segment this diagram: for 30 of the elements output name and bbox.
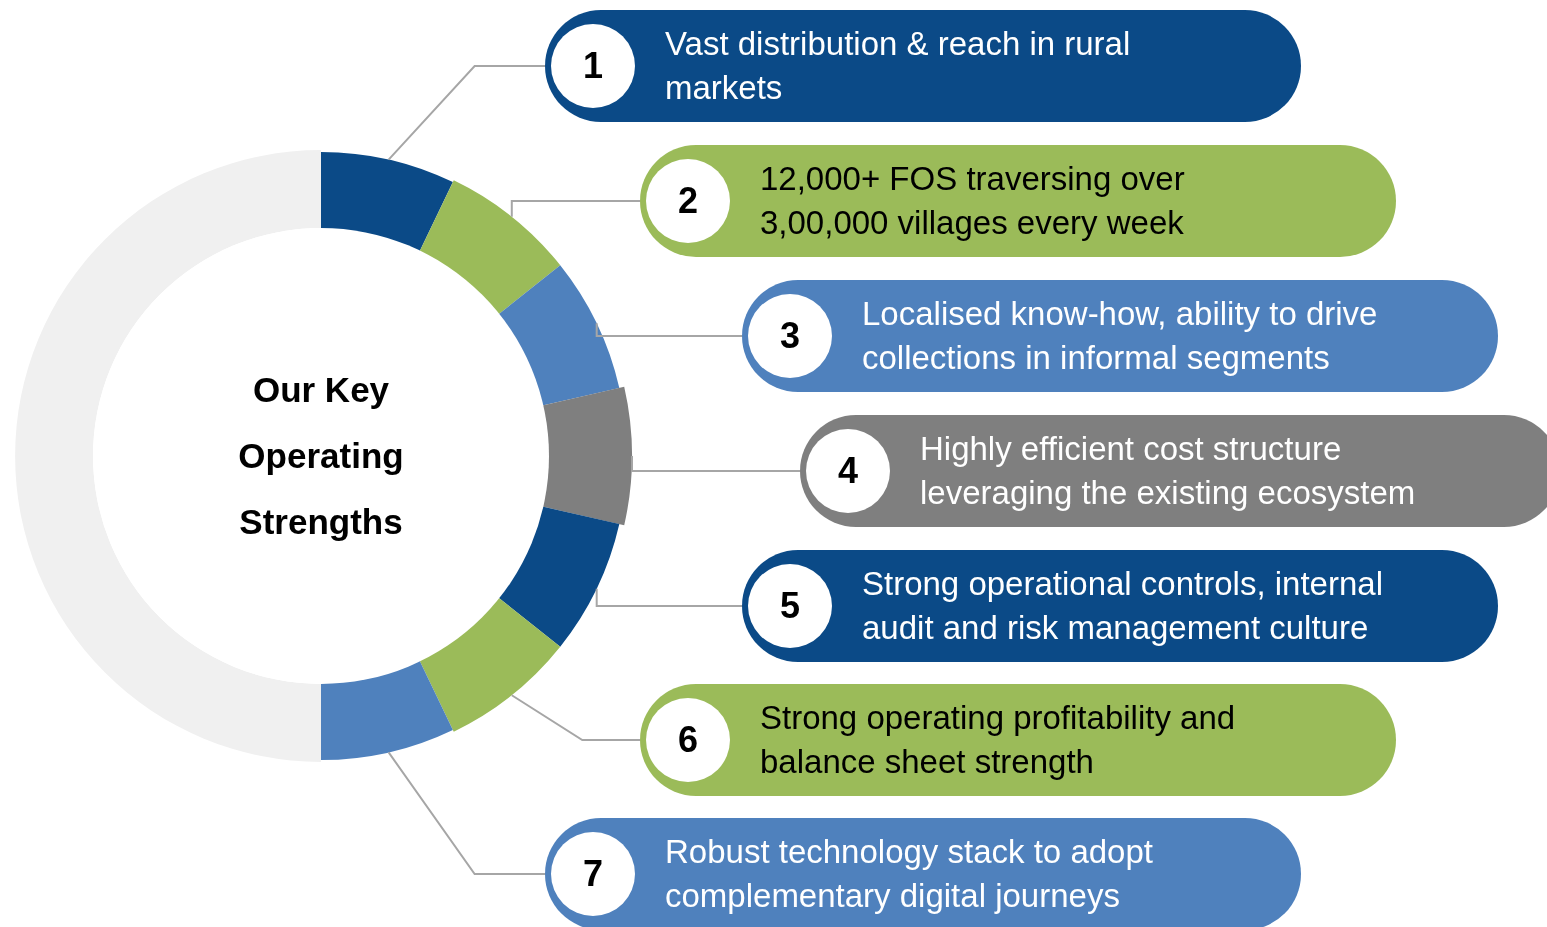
leader-line bbox=[595, 322, 743, 337]
number-circle: 1 bbox=[551, 24, 635, 108]
strength-text: Robust technology stack to adopt complementary digital journeys bbox=[665, 832, 1154, 916]
leader-line bbox=[510, 694, 641, 741]
leader-line bbox=[631, 455, 801, 472]
strength-text: Highly efficient cost structure leveraging the existing ecosystem bbox=[920, 429, 1417, 513]
number-circle: 7 bbox=[551, 832, 635, 916]
number-circle: 5 bbox=[748, 564, 832, 648]
strength-text: Strong operational controls, internal audit and risk management culture bbox=[862, 564, 1384, 648]
number-circle: 2 bbox=[646, 159, 730, 243]
ring-segment bbox=[419, 596, 561, 732]
ring-segment bbox=[541, 386, 632, 526]
center-title: Our Key Operating Strengths bbox=[237, 369, 405, 543]
number-circle: 6 bbox=[646, 698, 730, 782]
number-circle: 3 bbox=[748, 294, 832, 378]
strength-text: 12,000+ FOS traversing over 3,00,000 villages every week bbox=[760, 159, 1186, 243]
leader-line bbox=[510, 200, 641, 218]
strength-text: Strong operating profitability and balance sheet strength bbox=[760, 698, 1237, 782]
ring-segment bbox=[321, 659, 453, 760]
leader-line bbox=[595, 587, 743, 607]
number-circle: 4 bbox=[806, 429, 890, 513]
ring-segment bbox=[497, 265, 620, 406]
ring-segment bbox=[419, 180, 561, 316]
ring-segment bbox=[321, 152, 453, 253]
leader-line bbox=[387, 751, 546, 875]
strength-card bbox=[800, 415, 1547, 527]
leader-line bbox=[387, 65, 546, 161]
strength-text: Vast distribution & reach in rural markets bbox=[665, 24, 1132, 108]
ring-segment bbox=[497, 506, 620, 647]
strength-text: Localised know-how, ability to drive collections in informal segments bbox=[862, 294, 1379, 378]
